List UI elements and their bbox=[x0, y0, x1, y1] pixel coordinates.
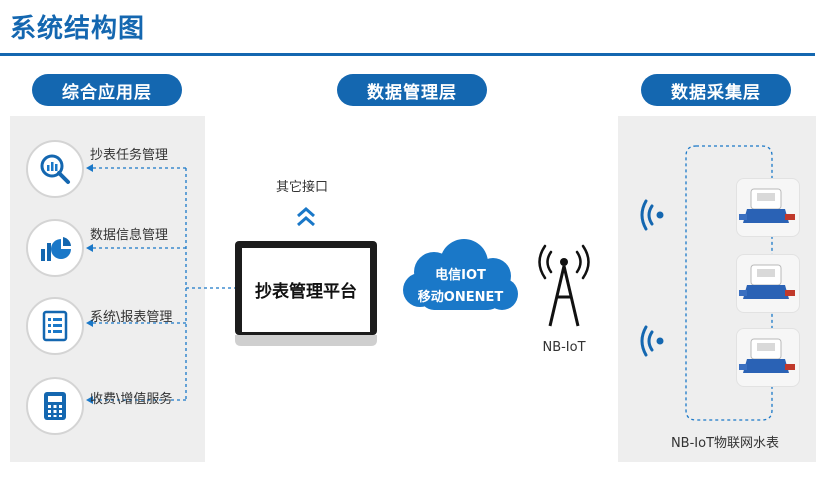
cloud-icon bbox=[403, 239, 518, 310]
layer-application-badge: 综合应用层 bbox=[32, 74, 182, 106]
water-meter-icon bbox=[739, 188, 795, 223]
report-list-icon bbox=[42, 310, 68, 342]
platform-label: 抄表管理平台 bbox=[255, 282, 357, 302]
report-management-icon-circle[interactable] bbox=[26, 297, 84, 355]
data-management-icon-circle[interactable] bbox=[26, 219, 84, 277]
layer-management-badge: 数据管理层 bbox=[337, 74, 487, 106]
bar-pie-chart-icon bbox=[41, 237, 71, 261]
monitor-icon bbox=[235, 241, 377, 346]
double-chevron-up-icon bbox=[297, 207, 315, 227]
water-meter-icon bbox=[739, 338, 795, 373]
cloud-label-telecom: 电信IOT bbox=[435, 268, 486, 283]
meters-label: NB-IoT物联网水表 bbox=[670, 436, 780, 451]
antenna-tower-icon bbox=[538, 244, 590, 327]
water-meter-card bbox=[736, 328, 800, 387]
calculator-icon bbox=[44, 392, 66, 420]
page-title: 系统结构图 bbox=[10, 14, 146, 44]
task-management-icon-circle[interactable] bbox=[26, 140, 84, 198]
water-meter-icon bbox=[739, 264, 795, 299]
other-interface-label: 其它接口 bbox=[276, 180, 329, 195]
app-label-task-management: 抄表任务管理 bbox=[90, 148, 169, 163]
app-label-data-management: 数据信息管理 bbox=[90, 228, 169, 243]
magnifier-chart-icon bbox=[40, 154, 70, 184]
wireless-signal-icon bbox=[640, 199, 664, 231]
cloud-label-mobile: 移动ONENET bbox=[417, 290, 504, 305]
billing-service-icon-circle[interactable] bbox=[26, 377, 84, 435]
layer-collection-badge: 数据采集层 bbox=[641, 74, 791, 106]
title-underline bbox=[0, 53, 815, 56]
wireless-signal-icon bbox=[640, 325, 664, 357]
water-meter-card bbox=[736, 178, 800, 237]
app-label-report-management: 系统\报表管理 bbox=[90, 310, 173, 325]
app-label-billing-service: 收费\增值服务 bbox=[90, 392, 173, 407]
tower-label: NB-IoT bbox=[542, 340, 586, 355]
water-meter-card bbox=[736, 254, 800, 313]
